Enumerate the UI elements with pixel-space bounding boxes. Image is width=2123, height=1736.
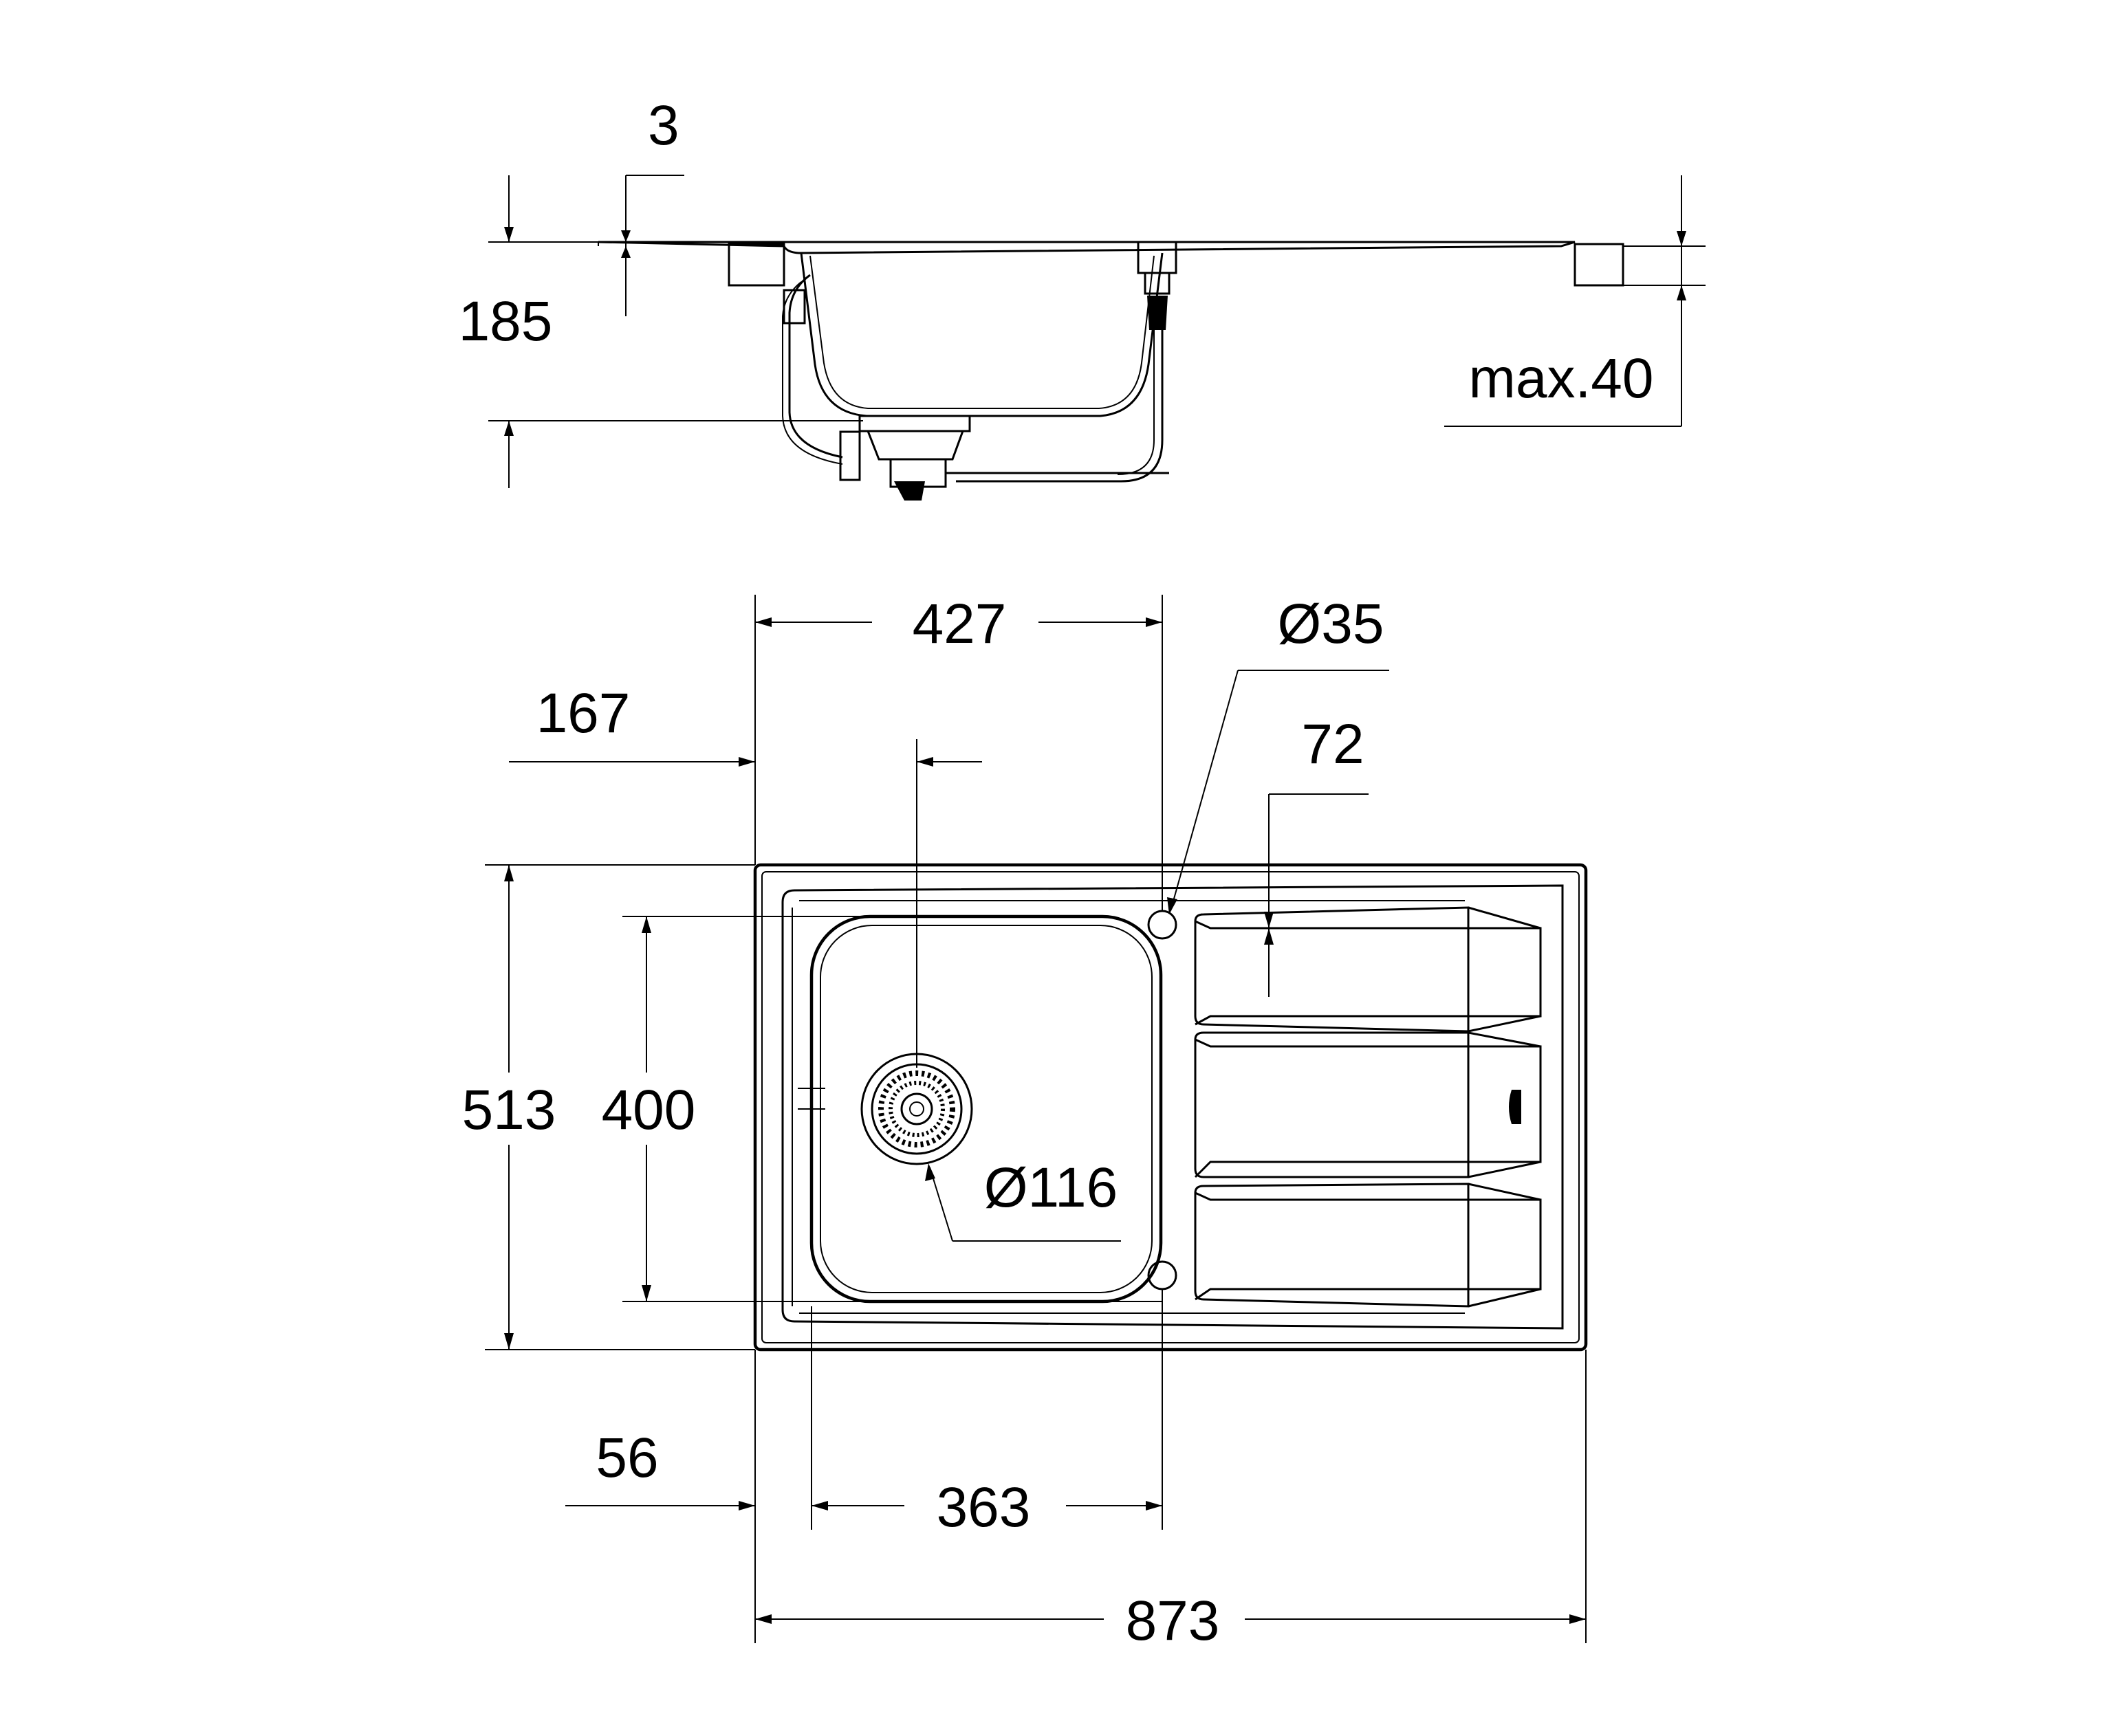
overall-depth-dimension: 513: [462, 864, 755, 1350]
overflow-mark: [798, 1079, 825, 1119]
lip-thickness-dimension: 3: [621, 94, 684, 316]
waste-strainer: [860, 1053, 973, 1165]
tap-hole-top: [1147, 910, 1177, 940]
tap-hole-diameter-label: Ø35: [1278, 593, 1384, 655]
bowl-width-dimension: 363: [811, 1289, 1163, 1539]
drainer-area: [1194, 906, 1542, 1308]
bowl-left-offset-label: 56: [596, 1427, 658, 1489]
top-view: 427 Ø35 167 72: [462, 593, 1588, 1652]
waste-diameter-dimension: Ø116: [925, 1156, 1121, 1242]
sink-outer-rim: [753, 863, 1588, 1352]
drainer-offset-dimension: 72: [1231, 713, 1369, 997]
worktop-left-section: [728, 243, 785, 287]
tap-hole-offset-label: 427: [913, 593, 1007, 655]
bowl-left-offset-dimension: 56: [565, 1427, 755, 1510]
worktop-max-dimension: max.40: [1444, 175, 1706, 427]
tap-hole-diameter-dimension: Ø35: [1167, 593, 1389, 914]
bowl-depth-dimension: 400: [602, 916, 1162, 1302]
bowl-profile: [800, 252, 1164, 417]
overall-depth-label: 513: [462, 1079, 556, 1141]
waste-offset-dimension: 167: [509, 682, 982, 1068]
bowl-depth-label: 400: [602, 1079, 696, 1141]
worktop-right-section: [1574, 243, 1624, 287]
sink-inner-rim: [761, 871, 1580, 1343]
recess-outline: [781, 884, 1564, 1330]
bowl-depth-side-label: 185: [459, 290, 553, 353]
drainer-offset-label: 72: [1301, 713, 1364, 776]
bowl-width-label: 363: [937, 1476, 1031, 1539]
waste-outlet: [839, 415, 1169, 501]
waste-diameter-label: Ø116: [984, 1156, 1118, 1219]
worktop-max-label: max.40: [1469, 347, 1654, 410]
overflow-connector: [956, 241, 1177, 483]
tap-hole-offset-dimension: 427: [754, 593, 1163, 911]
waste-offset-label: 167: [536, 682, 631, 745]
overall-width-label: 873: [1126, 1590, 1220, 1652]
overflow-pipe: [782, 274, 843, 465]
overall-width-dimension: 873: [754, 1350, 1587, 1652]
main-bowl: [809, 914, 1163, 1304]
side-view: 3 185 max.40: [459, 94, 1706, 501]
bowl-depth-side-dimension: 185: [459, 175, 863, 488]
main-bowl-inner: [820, 925, 1153, 1293]
lip-thickness-label: 3: [648, 94, 679, 157]
